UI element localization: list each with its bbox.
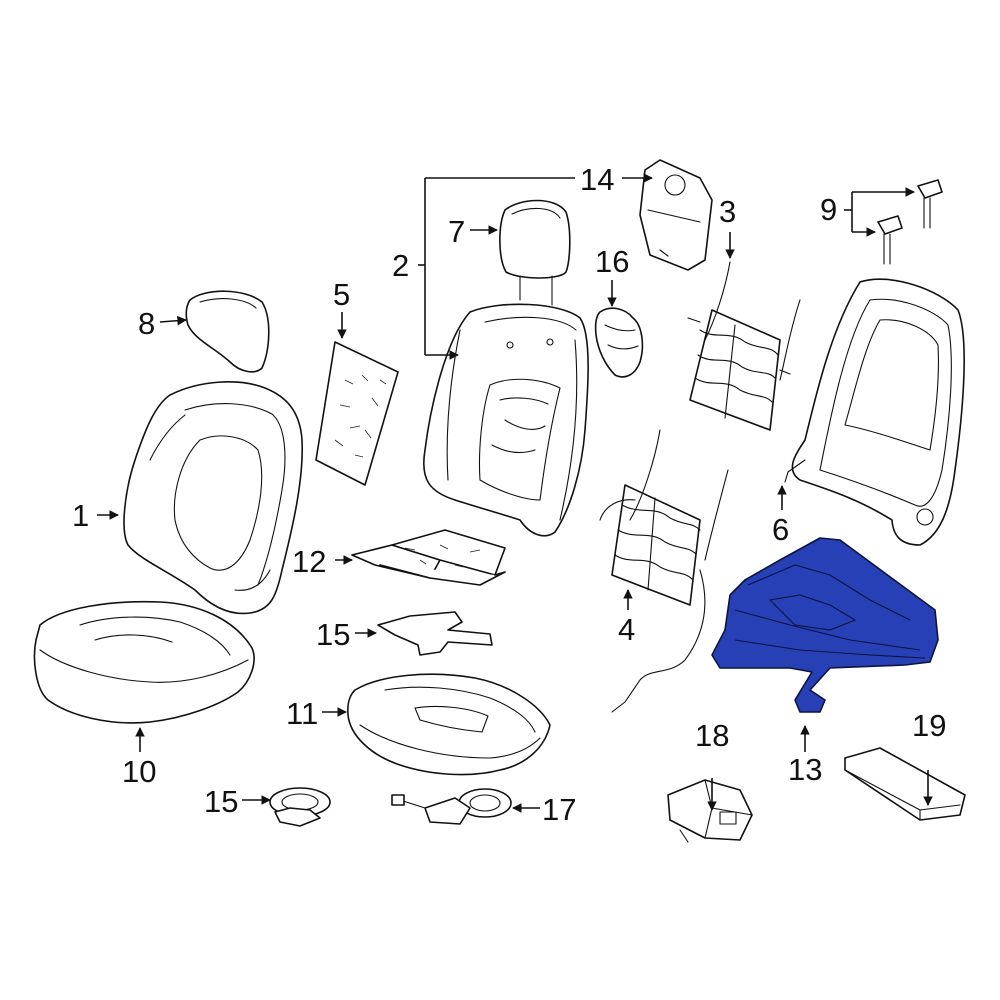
part-16-motor [594, 307, 644, 378]
part-5-back-pad [315, 341, 399, 486]
callout-6: 6 [772, 512, 789, 547]
callout-11: 11 [286, 696, 318, 731]
part-13-seat-track-frame [711, 537, 939, 713]
callout-4: 4 [618, 612, 635, 647]
part-17-bladder-harness [391, 788, 512, 825]
callout-17: 17 [542, 792, 576, 827]
leader-lines [97, 173, 933, 813]
callout-16: 16 [595, 244, 629, 279]
part-8-headrest [185, 290, 270, 373]
part-7-headrest [499, 199, 571, 306]
callout-14: 14 [580, 162, 614, 197]
part-19-module-box [844, 747, 966, 821]
part-4-cushion-suspension [599, 429, 729, 713]
callout-19: 19 [912, 708, 946, 743]
callout-7: 7 [448, 214, 465, 249]
callout-9: 9 [820, 192, 837, 227]
part-9-bolts [877, 179, 943, 265]
callout-8: 8 [138, 306, 155, 341]
callout-labels: 1 2 3 4 5 6 7 8 9 10 11 12 13 14 15 15 1… [72, 162, 946, 827]
part-6-back-frame [784, 278, 965, 546]
part-10-cushion-cover [33, 600, 255, 724]
callout-18: 18 [695, 718, 729, 753]
part-11-cushion-foam [347, 673, 551, 776]
callout-15-center: 15 [316, 617, 350, 652]
part-18-module [667, 779, 753, 843]
callout-10: 10 [122, 754, 156, 789]
callout-5: 5 [333, 277, 350, 312]
part-15-strip [377, 611, 493, 656]
part-1-seatback-cover [123, 381, 304, 615]
highlighted-part-13 [711, 537, 939, 713]
callout-12: 12 [292, 544, 326, 579]
part-14-back-panel [639, 159, 713, 271]
callout-3: 3 [719, 194, 736, 229]
part-12-cushion-pads [351, 529, 506, 586]
callout-2: 2 [392, 248, 409, 283]
callout-15-lower: 15 [204, 784, 238, 819]
callout-13: 13 [788, 752, 822, 787]
part-3-back-suspension [687, 261, 801, 431]
part-15-bladder [269, 787, 331, 827]
part-2-seatback-assembly [423, 303, 589, 537]
callout-1: 1 [72, 498, 89, 533]
